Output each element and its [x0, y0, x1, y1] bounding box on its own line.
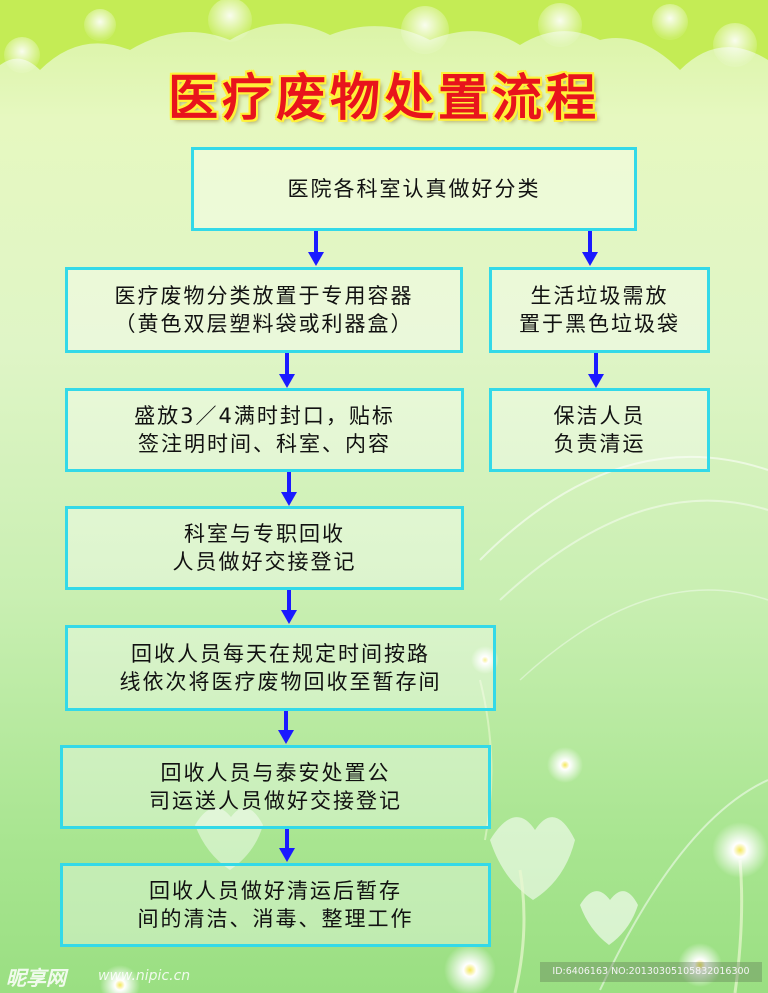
step-container-box: 医疗废物分类放置于专用容器 （黄色双层塑料袋或利器盒）: [65, 267, 463, 353]
daisy-flower: [100, 965, 140, 993]
step-clean-box: 回收人员做好清运后暂存 间的清洁、消毒、整理工作: [60, 863, 491, 947]
heart-shape: [195, 807, 263, 870]
daisy-flower: [712, 822, 768, 878]
swirl-line: [479, 455, 768, 561]
page-title: 医疗废物处置流程: [168, 69, 600, 127]
arrow-down: [588, 374, 604, 388]
daisy-flower: [547, 747, 583, 783]
swirl-line: [519, 589, 768, 681]
daisy-flower: [444, 944, 496, 993]
swirl-line: [599, 779, 768, 991]
step-collect-box: 回收人员每天在规定时间按路 线依次将医疗废物回收至暂存间: [65, 625, 496, 711]
step-handover-box: 科室与专职回收 人员做好交接登记: [65, 506, 464, 590]
bubble: [4, 37, 40, 73]
step-household-box: 生活垃圾需放 置于黑色垃圾袋: [489, 267, 710, 353]
arrow-down: [279, 374, 295, 388]
bubble: [538, 3, 582, 47]
daisy-flower: [471, 646, 499, 674]
arrow-down: [281, 492, 297, 506]
swirl-line: [499, 499, 768, 601]
arrow-down: [278, 730, 294, 744]
step-seal-box: 盛放3／4满时封口，贴标 签注明时间、科室、内容: [65, 388, 464, 472]
step-transfer-box: 回收人员与泰安处置公 司运送人员做好交接登记: [60, 745, 491, 829]
bubble: [713, 23, 757, 67]
flower-stem: [513, 869, 526, 993]
heart-shape: [580, 891, 638, 945]
bubble: [84, 9, 116, 41]
bubble: [652, 4, 688, 40]
arrow-down: [308, 252, 324, 266]
flower-stem: [479, 679, 493, 841]
arrow-down: [279, 848, 295, 862]
daisy-flower: [678, 943, 722, 987]
flow-arrows: [278, 230, 604, 862]
watermark-url: www.nipic.cn: [98, 968, 191, 984]
step-cleaner-box: 保洁人员 负责清运: [489, 388, 710, 472]
arrow-down: [582, 252, 598, 266]
bubble: [401, 6, 449, 54]
step-classify-box: 医院各科室认真做好分类: [191, 147, 637, 231]
watermark-id: ID:6406163 NO:20130305105832016300: [540, 962, 762, 982]
watermark-logo: 昵享网: [6, 966, 66, 990]
bubble: [208, 0, 252, 42]
arrow-down: [281, 610, 297, 624]
heart-shape: [490, 817, 575, 900]
